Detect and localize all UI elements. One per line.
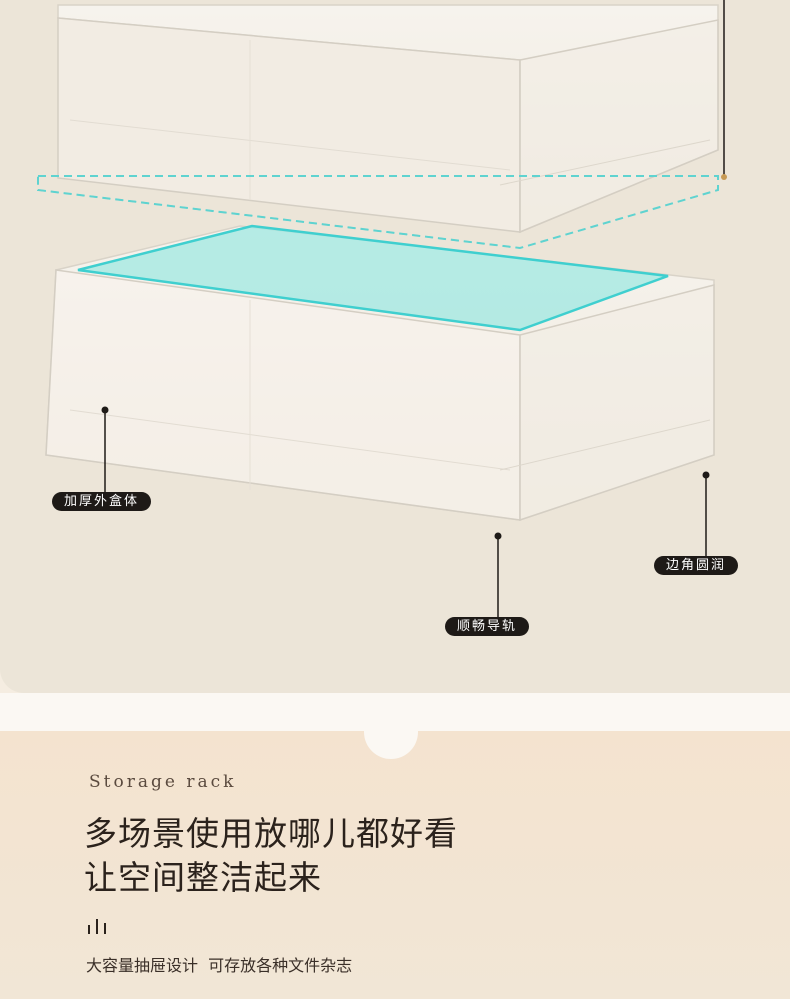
- headline-line-2: 让空间整洁起来: [84, 858, 322, 897]
- top-drawer: [57, 4, 719, 234]
- callout-leaders: [101, 406, 710, 618]
- product-photo: 加厚外盒体 边角圆润 顺畅导轨: [37, 0, 739, 636]
- bars-icon: [88, 918, 112, 934]
- notch-decoration: [364, 705, 418, 759]
- drawer-illustration: [37, 0, 727, 618]
- rail-outline: [37, 175, 719, 250]
- eyebrow-text: Storage rack: [89, 772, 237, 792]
- subline-text: 大容量抽屉设计 可存放各种文件杂志: [86, 956, 353, 975]
- headline-line-1: 多场景使用放哪儿都好看: [84, 814, 458, 853]
- callout-rounded-corners: 边角圆润: [654, 556, 739, 575]
- callout-smooth-rail: 顺畅导轨: [445, 617, 530, 636]
- callout-thick-box: 加厚外盒体: [52, 492, 152, 511]
- text-panel: [0, 731, 790, 999]
- lid-highlight: [77, 224, 669, 332]
